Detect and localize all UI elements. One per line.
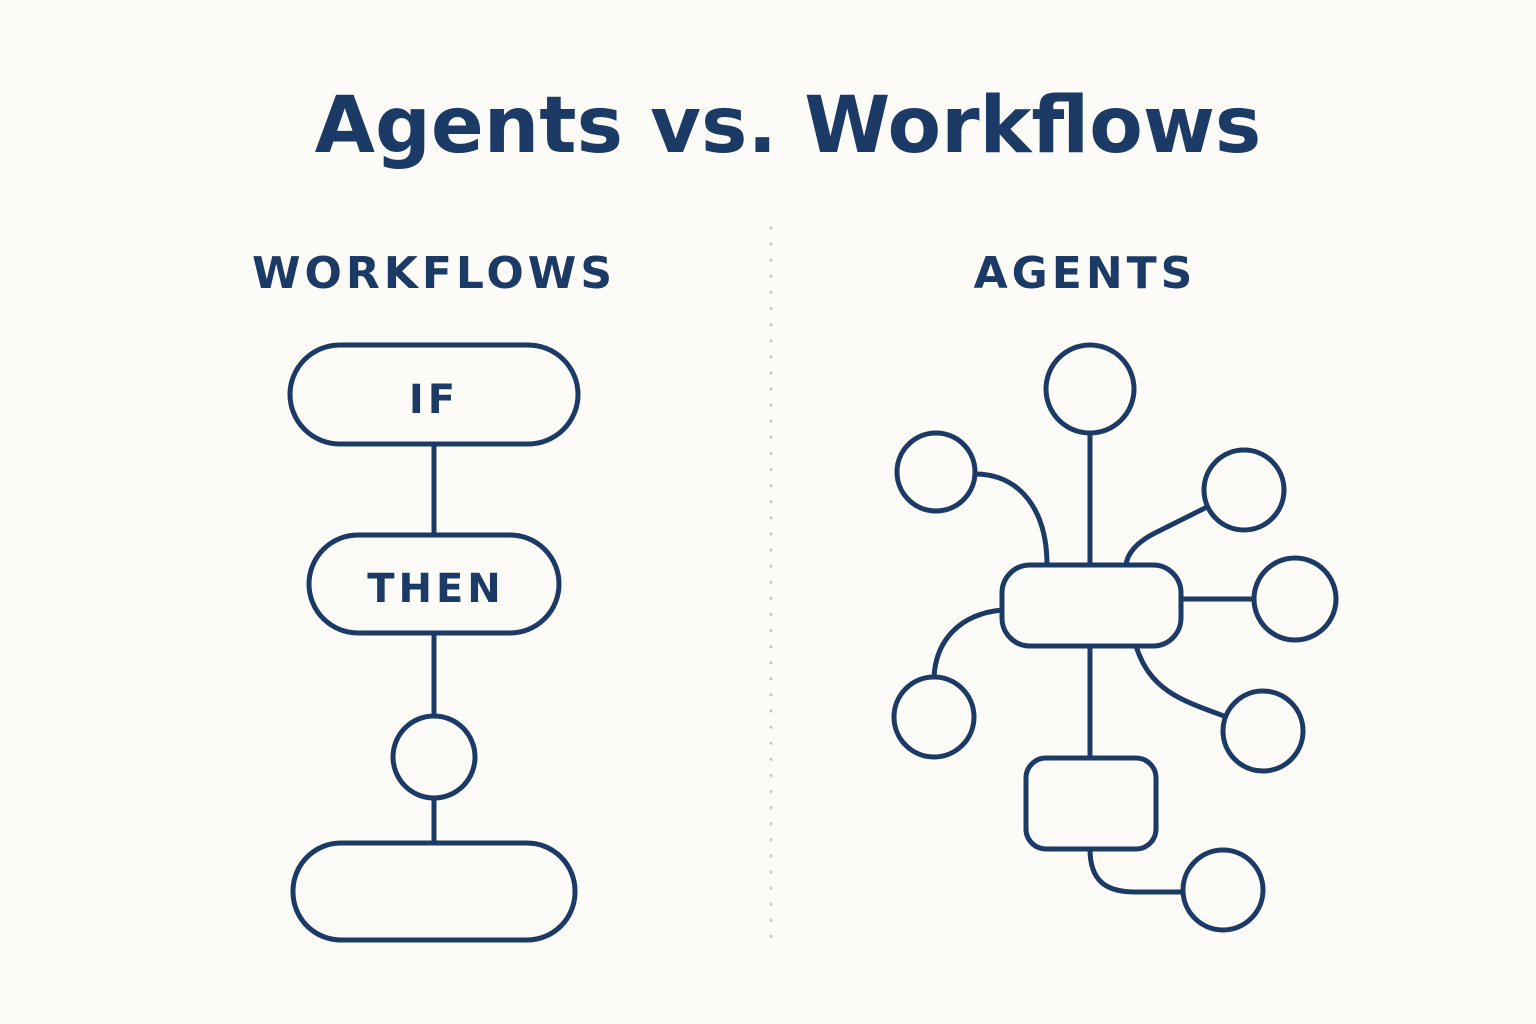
connector xyxy=(931,607,1005,680)
agents-heading: AGENTS xyxy=(974,248,1197,299)
connector xyxy=(972,471,1050,568)
workflows-heading: WORKFLOWS xyxy=(252,248,616,299)
tool-circle-node xyxy=(1220,688,1306,774)
then-label: THEN xyxy=(367,566,505,612)
step-circle-node xyxy=(390,713,478,801)
tool-circle-node xyxy=(894,430,978,514)
tool-circle-node xyxy=(1043,342,1137,436)
end-node xyxy=(290,840,578,943)
tool-circle-node xyxy=(1180,847,1266,933)
agent-sub-node xyxy=(1023,755,1159,852)
agents-panel: AGENTS xyxy=(891,248,1339,933)
tool-circle-node xyxy=(1251,555,1339,643)
connector xyxy=(1087,846,1186,895)
agent-core-node xyxy=(999,562,1184,649)
then-node xyxy=(306,532,562,636)
connector xyxy=(1123,505,1208,568)
if-node xyxy=(287,342,581,447)
workflows-panel: WORKFLOWS IF THEN xyxy=(252,248,616,943)
tool-circle-node xyxy=(1201,447,1287,533)
page-title: Agents vs. Workflows xyxy=(315,81,1262,171)
if-label: IF xyxy=(409,377,459,423)
tool-circle-node xyxy=(891,674,977,760)
connector xyxy=(1133,643,1227,719)
